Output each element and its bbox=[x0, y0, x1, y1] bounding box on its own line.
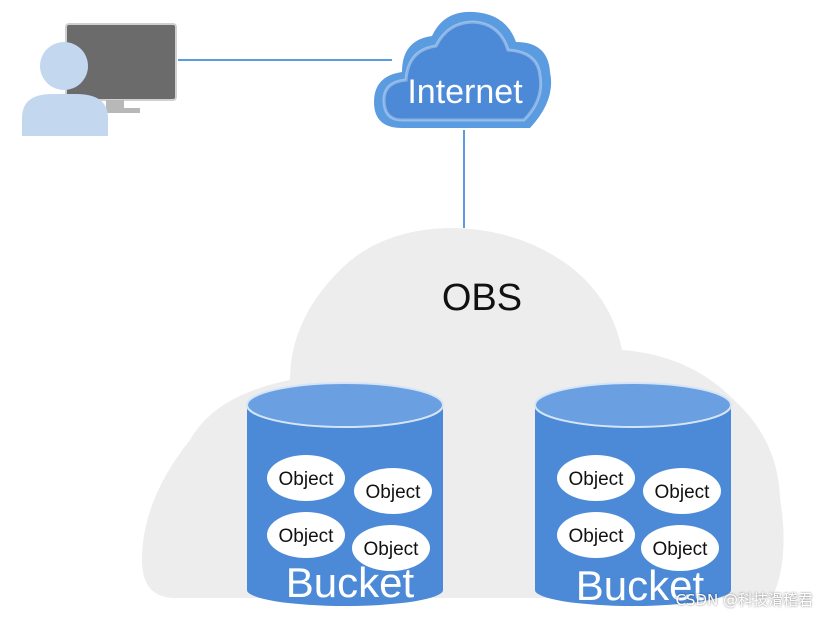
object-ellipse bbox=[354, 468, 432, 514]
bucket-label: Bucket bbox=[286, 559, 415, 606]
object-ellipse bbox=[643, 468, 721, 514]
internet-label: Internet bbox=[407, 73, 523, 111]
bucket-1: Object Object Object Object Bucket bbox=[246, 382, 444, 606]
bucket-1-objects: Object Object Object Object bbox=[267, 455, 432, 571]
obs-label: OBS bbox=[442, 277, 522, 319]
user-computer-icon bbox=[22, 23, 177, 136]
object-ellipse bbox=[352, 525, 430, 571]
user-icon bbox=[22, 42, 108, 136]
bucket-2: Object Object Object Object Bucket bbox=[534, 382, 732, 609]
object-label: Object bbox=[366, 482, 422, 503]
object-ellipse bbox=[267, 512, 345, 558]
internet-cloud: Internet bbox=[374, 11, 552, 128]
watermark: CSDN @科技滑稽君 bbox=[675, 591, 813, 609]
object-label: Object bbox=[569, 469, 625, 490]
object-label: Object bbox=[655, 482, 711, 503]
object-label: Object bbox=[279, 469, 335, 490]
object-label: Object bbox=[364, 539, 420, 560]
object-label: Object bbox=[569, 526, 625, 547]
bucket-label: Bucket bbox=[576, 562, 705, 609]
bucket-2-top bbox=[534, 382, 732, 428]
object-label: Object bbox=[279, 526, 335, 547]
object-ellipse bbox=[557, 512, 635, 558]
bucket-2-objects: Object Object Object Object bbox=[557, 455, 721, 571]
bucket-1-top bbox=[246, 382, 444, 428]
object-ellipse bbox=[557, 455, 635, 501]
object-label: Object bbox=[653, 539, 709, 560]
object-ellipse bbox=[641, 525, 719, 571]
object-ellipse bbox=[267, 455, 345, 501]
